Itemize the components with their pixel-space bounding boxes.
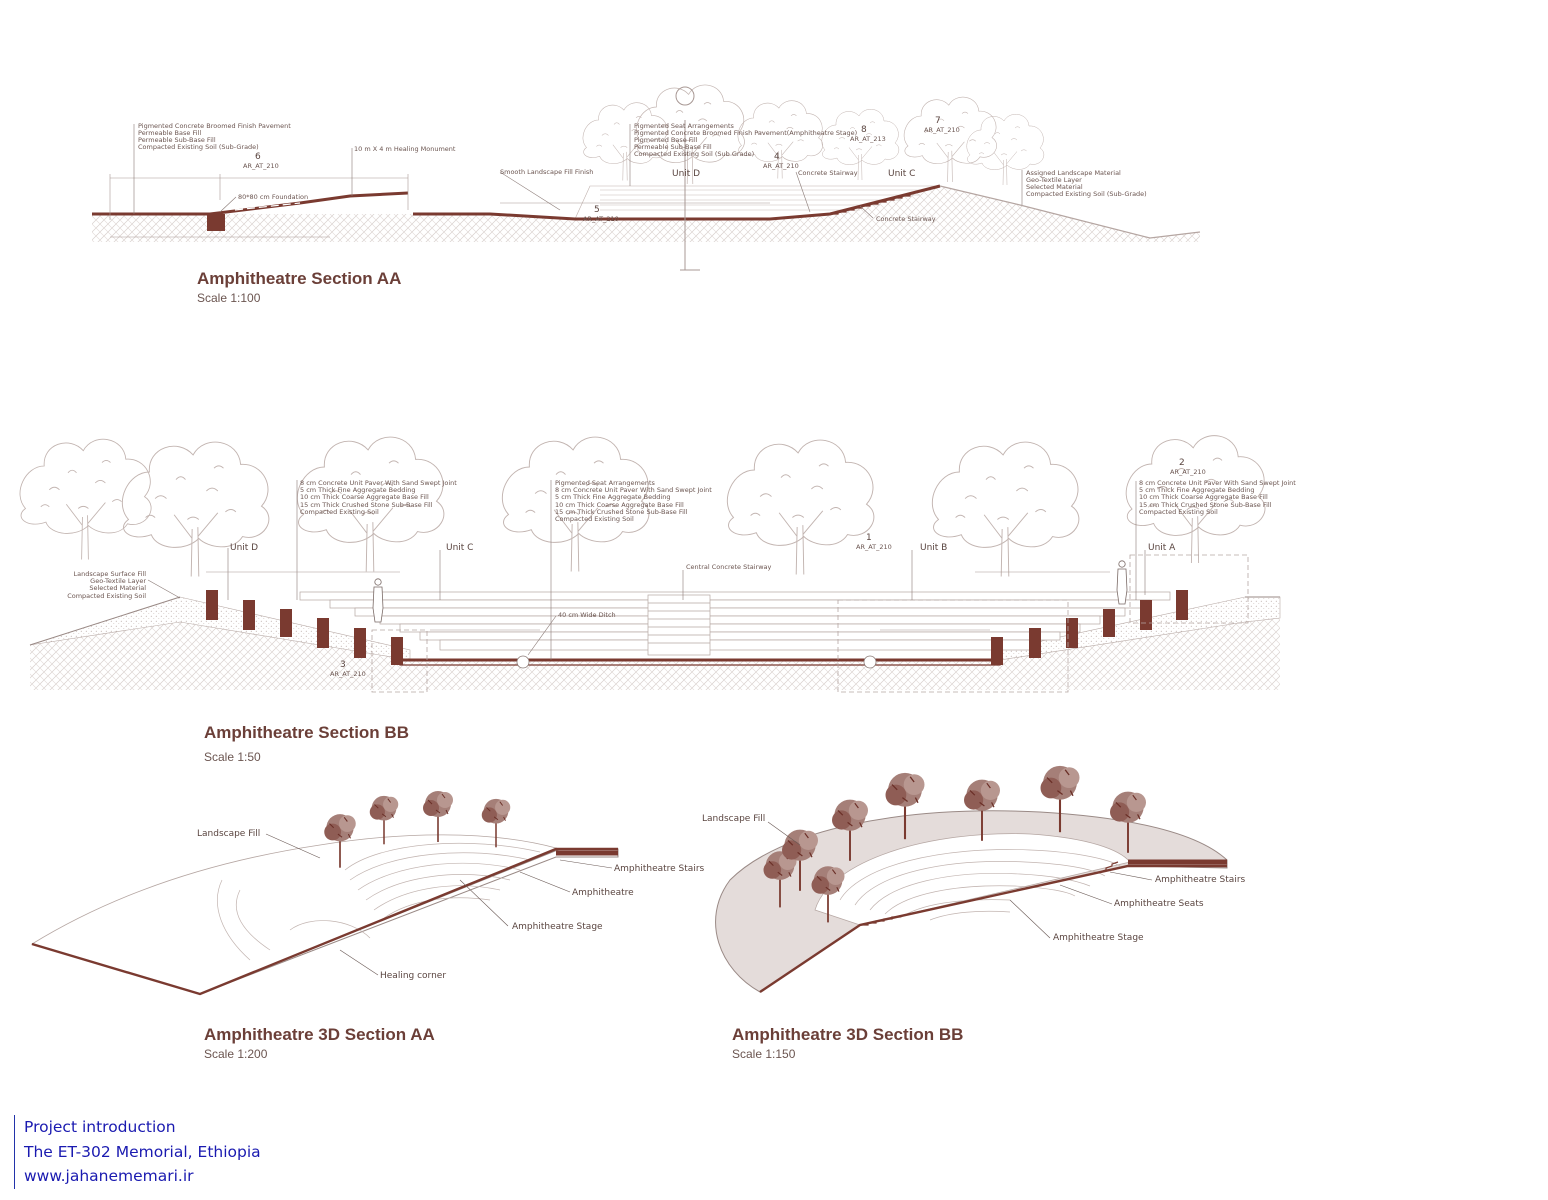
aa3d-stage-label: Amphitheatre Stage	[512, 922, 603, 932]
aa-unit-d-label: Unit D	[672, 169, 700, 179]
section-3d-aa-title: Amphitheatre 3D Section AA	[204, 1025, 435, 1044]
aa-note-center-2: Pigmented Concrete Broomed Finish Paveme…	[634, 129, 857, 137]
bb-fill-note-2: Geo-Textile Layer	[90, 577, 146, 585]
aa-marker-7: 7 AR_AT_210	[924, 116, 960, 134]
bb-fill-note-1: Landscape Surface Fill	[74, 570, 147, 578]
bb-note-center-5: 15 cm Thick Crushed Stone Sub-Base Fill	[555, 508, 688, 516]
svg-text:AR_AT_210: AR_AT_210	[243, 162, 279, 170]
bb-unit-c-label: Unit C	[446, 543, 473, 553]
bb-ditch-label: 40 cm Wide Ditch	[558, 611, 616, 619]
aa-note-left-2: Permeable Base Fill	[138, 129, 201, 137]
aa3d-landscape-fill-label: Landscape Fill	[197, 829, 260, 839]
aa-note-center-1: Pigmented Seat Arrangements	[634, 122, 735, 130]
aa-note-center-4: Permeable Sub-Base Fill	[634, 143, 712, 151]
svg-text:3: 3	[340, 660, 346, 670]
aa-note-center-3: Pigmented Base Fill	[634, 136, 698, 144]
aa-marker-5: 5 AR_AT_210	[583, 205, 619, 223]
bb-unit-b-label: Unit B	[920, 543, 947, 553]
architectural-sheet: Pigmented Concrete Broomed Finish Paveme…	[19, 84, 1296, 1061]
aa3d-stairs-label: Amphitheatre Stairs	[614, 864, 705, 874]
bb3d-landscape-fill-label: Landscape Fill	[702, 814, 765, 824]
svg-text:8: 8	[861, 125, 867, 135]
svg-text:AR_AT_210: AR_AT_210	[583, 215, 619, 223]
aa-unit-c-label: Unit C	[888, 169, 915, 179]
bb3d-stage-label: Amphitheatre Stage	[1053, 933, 1144, 943]
bb-note-right-1: 8 cm Concrete Unit Paver With Sand Swept…	[1139, 479, 1296, 487]
bb-marker-2: 2 AR_AT_210	[1170, 458, 1206, 476]
bb-fill-note-4: Compacted Existing Soil	[67, 592, 146, 600]
bb-note-center-2: 8 cm Concrete Unit Paver With Sand Swept…	[555, 486, 712, 494]
section-aa-scale: Scale 1:100	[197, 291, 261, 305]
svg-text:AR_AT_210: AR_AT_210	[924, 126, 960, 134]
bb-note-right-3: 10 cm Thick Coarse Aggregate Base Fill	[1139, 493, 1268, 501]
bb-unit-d-label: Unit D	[230, 543, 258, 553]
svg-text:AR_AT_210: AR_AT_210	[763, 162, 799, 170]
section-bb-drawing: 8 cm Concrete Unit Paver With Sand Swept…	[19, 435, 1296, 693]
section-3d-bb-scale: Scale 1:150	[732, 1047, 796, 1061]
bb-unit-a-label: Unit A	[1148, 543, 1176, 553]
aa-note-center-5: Compacted Existing Soil (Sub Grade)	[634, 150, 754, 158]
bb3d-stairs-label: Amphitheatre Stairs	[1155, 875, 1246, 885]
footer-caption: Project introduction The ET-302 Memorial…	[14, 1115, 261, 1189]
bb-note-left-2: 5 cm Thick Fine Aggregate Bedding	[300, 486, 415, 494]
section-aa-title: Amphitheatre Section AA	[197, 269, 401, 288]
svg-text:AR_AT_213: AR_AT_213	[850, 135, 886, 143]
bb-note-center-1: Pigmented Seat Arrangements	[555, 479, 656, 487]
aa-stair-top-label: Concrete Stairway	[798, 169, 858, 177]
footer-website-link[interactable]: www.jahanememari.ir	[24, 1167, 194, 1185]
aa-note-left-1: Pigmented Concrete Broomed Finish Paveme…	[138, 122, 291, 130]
section-aa-drawing: Pigmented Concrete Broomed Finish Paveme…	[92, 84, 1201, 271]
aa-note-left-4: Compacted Existing Soil (Sub-Grade)	[138, 143, 259, 151]
svg-text:4: 4	[774, 152, 780, 162]
footer-project-name: The ET-302 Memorial, Ethiopia	[24, 1142, 261, 1161]
bb-note-left-3: 10 cm Thick Coarse Aggregate Base Fill	[300, 493, 429, 501]
bb-central-stair-label: Central Concrete Stairway	[686, 563, 772, 571]
svg-text:AR_AT_210: AR_AT_210	[330, 670, 366, 678]
section-3d-aa-drawing: Landscape Fill Amphitheatre Stairs Amphi…	[31, 790, 705, 996]
bb-marker-1: 1 AR_AT_210	[856, 533, 892, 551]
bb-note-right-4: 15 cm Thick Crushed Stone Sub-Base Fill	[1139, 501, 1272, 509]
svg-text:1: 1	[866, 533, 872, 543]
bb-fill-note-3: Selected Material	[89, 584, 146, 592]
aa-note-left-3: Permeable Sub-Base Fill	[138, 136, 216, 144]
bb-note-right-5: Compacted Existing Soil	[1139, 508, 1218, 516]
aa-foundation-label: 80*80 cm Foundation	[238, 193, 308, 201]
aa3d-amphitheatre-label: Amphitheatre	[572, 888, 634, 898]
bb-note-left-4: 15 cm Thick Crushed Stone Sub-Base Fill	[300, 501, 433, 509]
svg-text:AR_AT_210: AR_AT_210	[1170, 468, 1206, 476]
aa-marker-8: 8 AR_AT_213	[850, 125, 886, 143]
aa-note-right-3: Selected Material	[1026, 183, 1083, 191]
aa-monument-label: 10 m X 4 m Healing Monument	[354, 145, 456, 153]
bb-note-left-1: 8 cm Concrete Unit Paver With Sand Swept…	[300, 479, 457, 487]
bb-note-right-2: 5 cm Thick Fine Aggregate Bedding	[1139, 486, 1254, 494]
bb-note-left-5: Compacted Existing Soil	[300, 508, 379, 516]
aa-note-right-1: Assigned Landscape Material	[1026, 169, 1121, 177]
svg-text:2: 2	[1179, 458, 1185, 468]
aa-note-right-2: Geo-Textile Layer	[1026, 176, 1082, 184]
aa3d-healing-label: Healing corner	[380, 971, 446, 981]
section-3d-bb-drawing: Landscape Fill Amphitheatre Stairs Amphi…	[702, 764, 1246, 993]
bb-note-center-6: Compacted Existing Soil	[555, 515, 634, 523]
section-bb-title: Amphitheatre Section BB	[204, 723, 409, 742]
bb3d-seats-label: Amphitheatre Seats	[1114, 899, 1204, 909]
aa-note-right-4: Compacted Existing Soil (Sub-Grade)	[1026, 190, 1147, 198]
svg-text:AR_AT_210: AR_AT_210	[856, 543, 892, 551]
bb-note-center-3: 5 cm Thick Fine Aggregate Bedding	[555, 493, 670, 501]
section-3d-bb-title: Amphitheatre 3D Section BB	[732, 1025, 963, 1044]
svg-text:6: 6	[255, 152, 261, 162]
bb-note-center-4: 10 cm Thick Coarse Aggregate Base Fill	[555, 501, 684, 509]
svg-text:5: 5	[594, 205, 600, 215]
aa-marker-6: 6 AR_AT_210	[243, 152, 279, 170]
svg-text:7: 7	[935, 116, 941, 126]
aa-stair-bottom-label: Concrete Stairway	[876, 215, 936, 223]
bb-marker-3: 3 AR_AT_210	[330, 660, 366, 678]
section-bb-scale: Scale 1:50	[204, 750, 261, 764]
aa-marker-4: 4 AR_AT_210	[763, 152, 799, 170]
aa-fill-finish-label: Smooth Landscape Fill Finish	[500, 168, 593, 176]
section-3d-aa-scale: Scale 1:200	[204, 1047, 268, 1061]
footer-project-intro: Project introduction	[24, 1118, 176, 1136]
